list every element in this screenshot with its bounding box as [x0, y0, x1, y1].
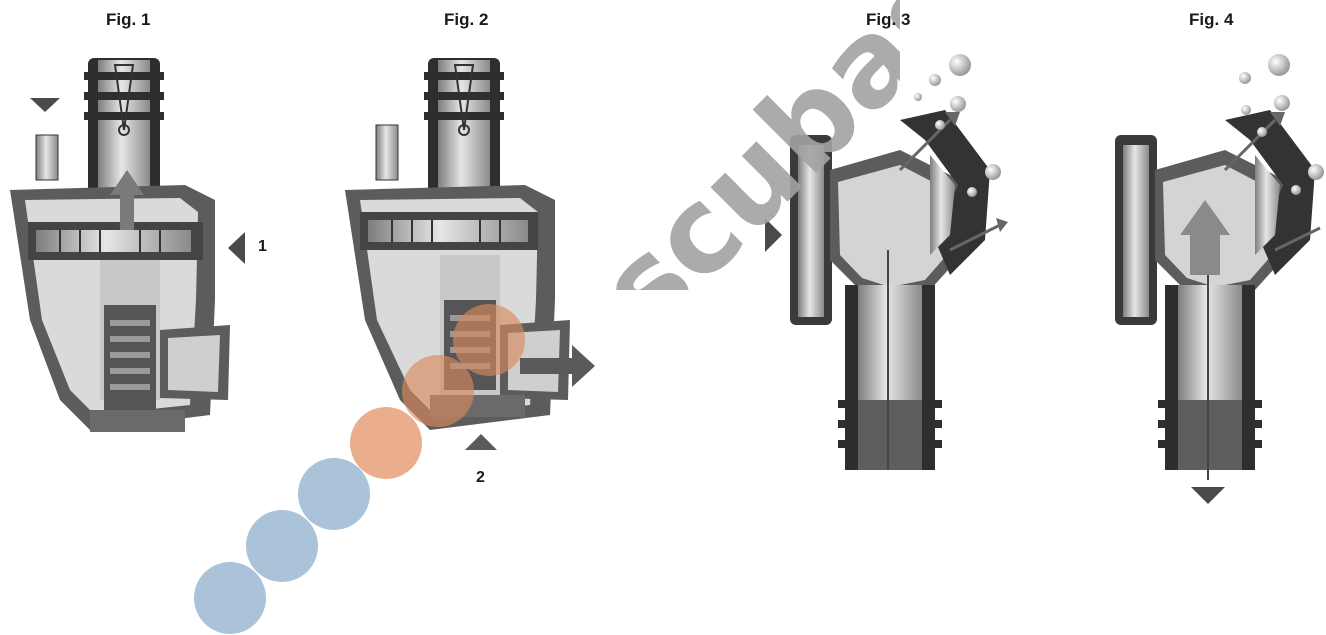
blue-dot [246, 510, 318, 582]
bubbles [1239, 54, 1324, 195]
figure-2-caption: Fig. 2 [444, 10, 489, 29]
figure-4-caption: Fig. 4 [1189, 10, 1234, 29]
figure-1-second-stage-section [10, 58, 245, 432]
figure-3-exhaust-valve-section [765, 54, 1008, 470]
pointer-arrow-icon [465, 434, 497, 450]
figure-1-caption: Fig. 1 [106, 10, 151, 29]
watermark: scubas [573, 0, 900, 290]
press-down-arrow-icon [30, 98, 60, 112]
decorative-dots [194, 304, 525, 634]
figure-3-caption: Fig. 3 [866, 10, 911, 29]
exhaust-arrow-icon [520, 345, 595, 387]
svg-text:scubas: scubas [573, 0, 900, 290]
bubbles [914, 54, 1001, 197]
down-arrow-icon [1191, 487, 1225, 504]
pointer-arrow-icon [228, 232, 245, 264]
figure-4-exhaust-valve-section [1115, 54, 1324, 504]
callout-1: 1 [258, 238, 267, 255]
blue-dot [194, 562, 266, 634]
pointer-arrow-icon [765, 218, 782, 252]
orange-dot [453, 304, 525, 376]
orange-dot [350, 407, 422, 479]
callout-2: 2 [476, 469, 485, 486]
blue-dot [298, 458, 370, 530]
orange-dot [402, 355, 474, 427]
